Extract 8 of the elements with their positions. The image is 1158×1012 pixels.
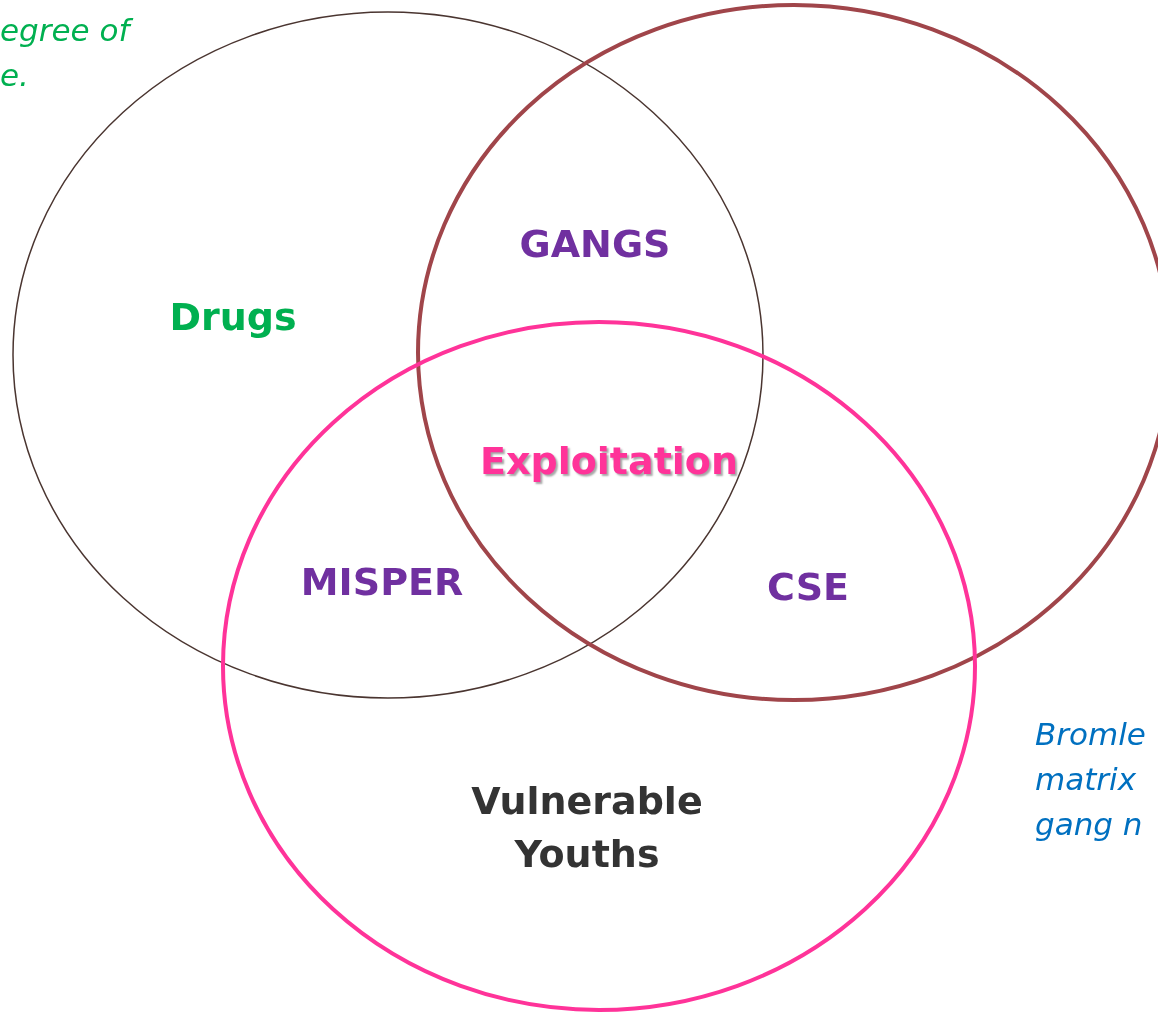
overlap-label: MISPER: [300, 559, 464, 607]
center-label: Exploitation: [480, 438, 738, 486]
note-text: Bromle matrix gang n: [1035, 715, 1147, 844]
set-label: Vulnerable Youths: [470, 777, 704, 878]
note-text: egree of e.: [0, 8, 160, 98]
overlap-label: CSE: [767, 564, 849, 612]
overlap-label: GANGS: [519, 221, 671, 269]
set-label: Drugs: [169, 294, 297, 342]
